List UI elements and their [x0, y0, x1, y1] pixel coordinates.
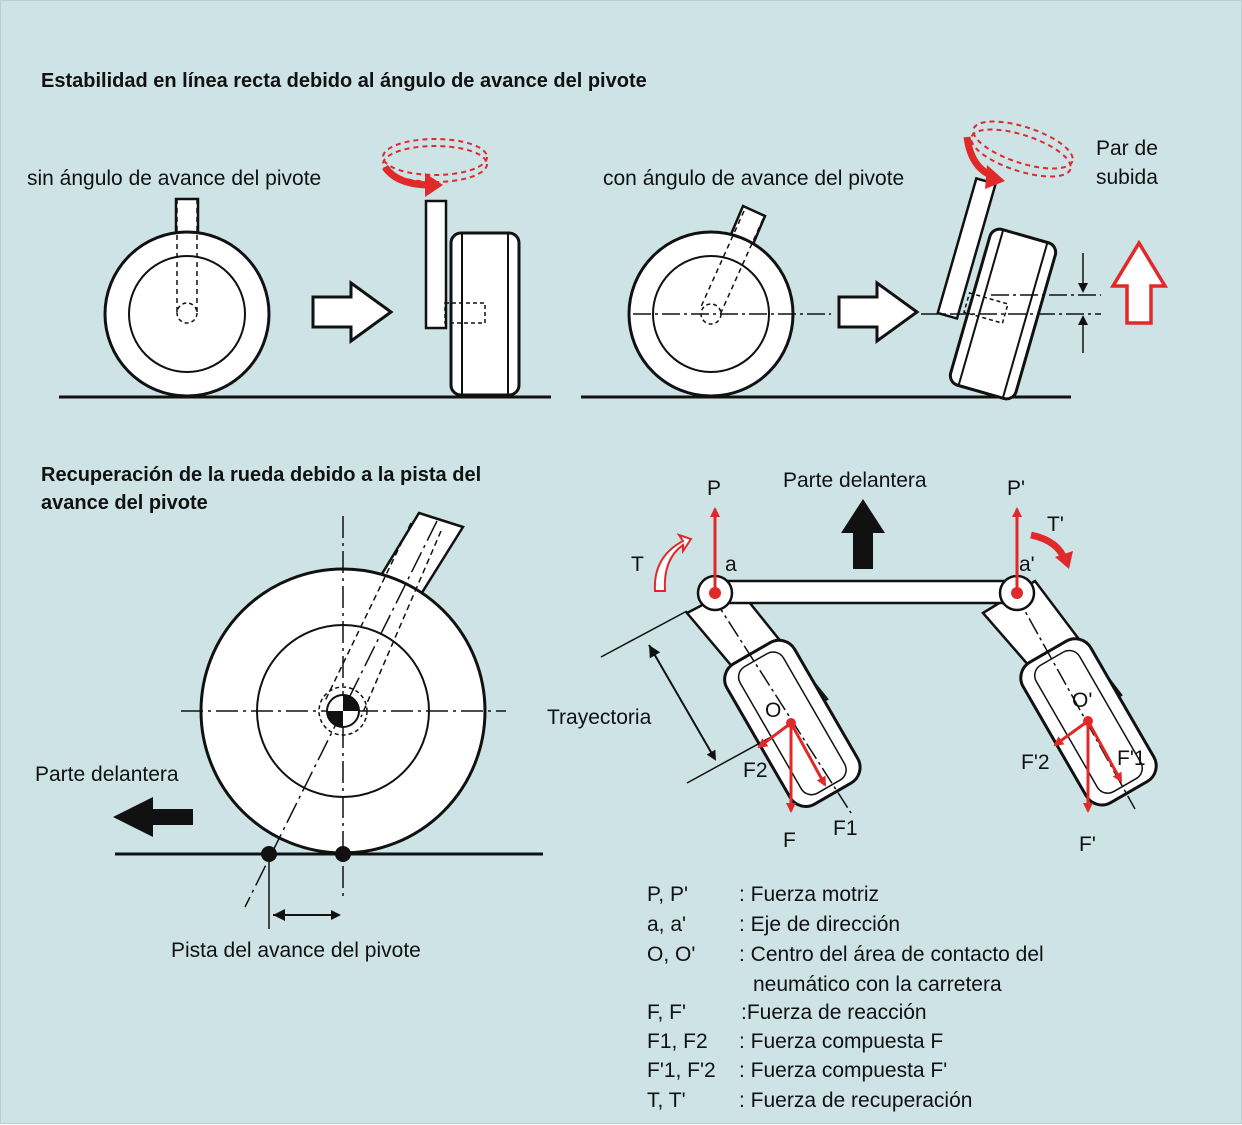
legend-symbol: F1, F2 [647, 1030, 708, 1053]
label-O: O [765, 699, 781, 722]
label-F-prime: F' [1079, 833, 1096, 856]
label-T-prime: T' [1047, 513, 1064, 536]
label-torque-2: subida [1096, 166, 1158, 189]
label-P: P [707, 477, 721, 500]
section2-front-label: Parte delantera [35, 763, 179, 786]
label-F: F [783, 829, 796, 852]
wheel-trail-diagram [113, 511, 543, 929]
section1-title: Estabilidad en línea recta debido al áng… [41, 70, 647, 92]
legend-symbol: T, T' [647, 1089, 686, 1112]
trail-label: Pista del avance del pivote [171, 939, 421, 962]
label-with-caster: con ángulo de avance del pivote [603, 167, 904, 190]
hollow-arrow-right-2 [837, 280, 920, 344]
lift-up-arrow [1109, 239, 1169, 325]
legend-symbol: F'1, F'2 [647, 1059, 716, 1082]
legend-desc: : Fuerza de recuperación [739, 1089, 972, 1112]
label-F1: F1 [833, 817, 858, 840]
label-F-prime-2: F'2 [1021, 751, 1050, 774]
section2-title-line1: Recuperación de la rueda debido a la pis… [41, 464, 481, 486]
legend-symbol: P, P' [647, 883, 688, 906]
label-a-prime: a' [1019, 553, 1035, 576]
legend-desc: : Fuerza compuesta F' [739, 1059, 947, 1082]
force-arrows-right [1012, 507, 1123, 813]
legend-desc: neumático con la carretera [753, 973, 1002, 996]
label-a: a [725, 553, 737, 576]
trajectory-dimension [600, 610, 772, 784]
hollow-arrow-right-1 [311, 280, 394, 344]
legend-symbol: a, a' [647, 913, 686, 936]
wheel-front-no-caster [424, 199, 521, 397]
wheel-side-caster [627, 204, 831, 398]
legend-desc: : Centro del área de contacto del [739, 943, 1044, 966]
legend-desc: :Fuerza de reacción [741, 1001, 927, 1024]
wheel-side-no-caster [103, 197, 271, 398]
legend-symbol: F, F' [647, 1001, 686, 1024]
force-arrows-left [653, 507, 827, 813]
label-torque-1: Par de [1096, 137, 1158, 160]
legend-desc: : Fuerza motriz [739, 883, 879, 906]
legend: P, P' : Fuerza motriz a, a' : Eje de dir… [647, 883, 1044, 1112]
rotation-torque-icon-right [963, 120, 1074, 189]
legend-desc: : Eje de dirección [739, 913, 900, 936]
section2-title-line2: avance del pivote [41, 492, 208, 514]
section3-front-label: Parte delantera [783, 469, 927, 492]
trajectory-label: Trayectoria [547, 706, 652, 729]
label-F2: F2 [743, 759, 768, 782]
legend-symbol: O, O' [647, 943, 695, 966]
label-P-prime: P' [1007, 477, 1025, 500]
wheel-front-caster [936, 176, 1058, 401]
rotation-torque-icon-left [382, 138, 488, 197]
label-without-caster: sin ángulo de avance del pivote [27, 167, 321, 190]
legend-desc: : Fuerza compuesta F [739, 1030, 943, 1053]
front-arrow-up [841, 499, 885, 569]
label-T: T [631, 553, 644, 576]
label-F-prime-1: F'1 [1117, 747, 1146, 770]
label-O-prime: O' [1072, 689, 1092, 712]
